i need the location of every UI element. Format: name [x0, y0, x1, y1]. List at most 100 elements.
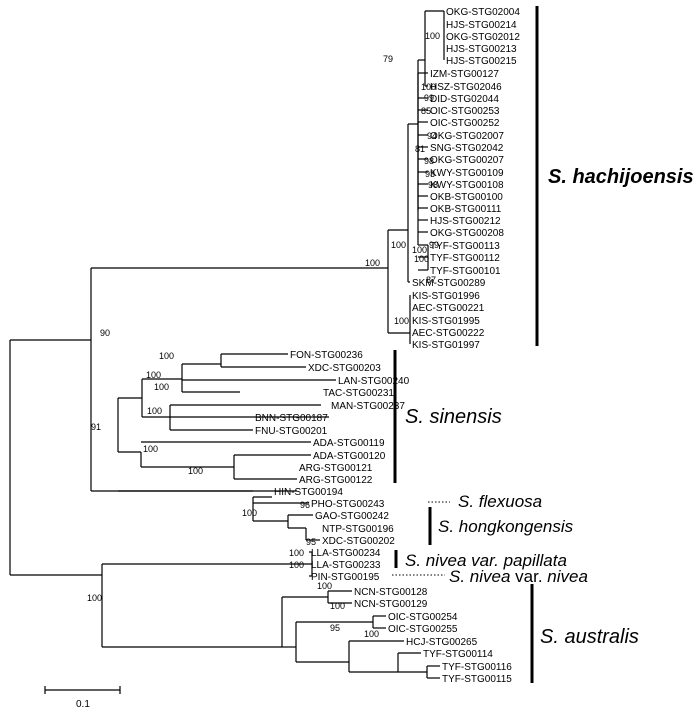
- leaf-label: FON-STG00236: [290, 350, 363, 361]
- leaf-label: MAN-STG00237: [331, 401, 405, 412]
- leaf-label: TYF-STG00112: [430, 253, 500, 264]
- bootstrap-value: 100: [188, 466, 203, 476]
- leaf-label: KWY-STG00108: [430, 180, 504, 191]
- leaf-label: TYF-STG00114: [423, 649, 493, 660]
- scale-bar-label: 0.1: [76, 699, 90, 710]
- bootstrap-value: 100: [289, 560, 304, 570]
- leaf-label: PHO-STG00243: [311, 499, 385, 510]
- leaf-label: SNG-STG02042: [430, 143, 504, 154]
- bootstrap-value: 100: [330, 601, 345, 611]
- leaf-label: PIN-STG00195: [311, 572, 380, 583]
- leaf-label: KIS-STG01995: [412, 316, 480, 327]
- clade-label-papillata: S. nivea var. papillata: [405, 551, 567, 570]
- leaf-label: NCN-STG00129: [354, 599, 428, 610]
- bootstrap-value: 100: [365, 258, 380, 268]
- leaf-label: OKG-STG00208: [430, 228, 504, 239]
- nivea-var: var.: [510, 567, 547, 586]
- bootstrap-value: 100: [364, 629, 379, 639]
- leaf-label: OKG-STG02007: [430, 131, 504, 142]
- leaf-label: XDC-STG00202: [322, 536, 395, 547]
- leaf-label: BNN-STG00187: [255, 413, 328, 424]
- papillata-variety: var. papillata: [466, 551, 566, 570]
- leaf-labels: OKG-STG02004HJS-STG00214OKG-STG02012HJS-…: [255, 7, 520, 685]
- bootstrap-value: 100: [242, 508, 257, 518]
- leaf-label: HSZ-STG02046: [430, 82, 502, 93]
- leaf-label: OIC-STG00252: [430, 118, 500, 129]
- leaf-label: HIN-STG00194: [274, 487, 343, 498]
- leaf-label: IZM-STG00127: [430, 69, 499, 80]
- nivea-species: S. nivea: [449, 567, 510, 586]
- bootstrap-value: 100: [154, 382, 169, 392]
- bootstrap-value: 93: [425, 169, 435, 179]
- bootstrap-value: 100: [147, 406, 162, 416]
- tree-branches: [9, 10, 445, 679]
- leaf-label: HJS-STG00214: [446, 20, 517, 31]
- bootstrap-value: 100: [317, 581, 332, 591]
- leaf-label: OIC-STG00255: [388, 624, 458, 635]
- leaf-label: ADA-STG00119: [313, 438, 385, 449]
- leaf-label: TYF-STG00115: [442, 674, 512, 685]
- bootstrap-value: 95: [330, 623, 340, 633]
- bootstrap-value: 100: [289, 548, 304, 558]
- leaf-label: LLA-STG00233: [311, 560, 381, 571]
- leaf-label: OKG-STG02012: [446, 32, 520, 43]
- bootstrap-value: 100: [146, 370, 161, 380]
- leaf-label: OKG-STG02004: [446, 7, 520, 18]
- leaf-label: LAN-STG00240: [338, 376, 410, 387]
- bootstrap-value: 85: [421, 106, 431, 116]
- leaf-label: TYF-STG00113: [430, 241, 500, 252]
- leaf-label: HJS-STG00213: [446, 44, 517, 55]
- bootstrap-value: 98: [424, 156, 434, 166]
- leaf-label: ADA-STG00120: [313, 451, 386, 462]
- bootstrap-value: 99: [429, 240, 439, 250]
- bootstrap-value: 95: [306, 537, 316, 547]
- leaf-label: TYF-STG00116: [442, 662, 512, 673]
- bootstrap-value: 98: [428, 180, 438, 190]
- clade-label-sinensis: S. sinensis: [405, 406, 502, 428]
- bootstrap-value: 90: [100, 328, 110, 338]
- bootstrap-value: 100: [425, 31, 440, 41]
- leaf-label: OKB-STG00100: [430, 192, 503, 203]
- bootstrap-value: 100: [412, 245, 427, 255]
- bootstrap-value: 100: [159, 351, 174, 361]
- papillata-species: S. nivea: [405, 551, 466, 570]
- bootstrap-value: 94: [427, 131, 437, 141]
- clade-label-nivea: S. nivea var. nivea: [449, 567, 588, 586]
- leaf-label: ARG-STG00121: [299, 463, 373, 474]
- leaf-label: KWY-STG00109: [430, 168, 504, 179]
- leaf-label: OKB-STG00111: [430, 204, 502, 215]
- bootstrap-labels: 7910010099859481989398991001001008710010…: [87, 31, 440, 639]
- clade-label-hachijoensis: S. hachijoensis: [548, 166, 694, 188]
- bootstrap-value: 100: [421, 82, 436, 92]
- leaf-label: OIC-STG00254: [388, 612, 458, 623]
- leaf-label: HJS-STG00215: [446, 56, 517, 67]
- leaf-label: KIS-STG01997: [412, 340, 480, 351]
- leaf-label: KIS-STG01996: [412, 291, 480, 302]
- bootstrap-value: 100: [143, 444, 158, 454]
- nivea-variety: nivea: [547, 567, 588, 586]
- bootstrap-value: 100: [414, 254, 429, 264]
- bootstrap-value: 100: [394, 316, 409, 326]
- leaf-label: AEC-STG00222: [412, 328, 485, 339]
- bootstrap-value: 91: [91, 422, 101, 432]
- leaf-label: NCN-STG00128: [354, 587, 428, 598]
- leaf-label: DID-STG02044: [430, 94, 499, 105]
- bootstrap-value: 100: [87, 593, 102, 603]
- bootstrap-value: 81: [415, 144, 425, 154]
- leaf-label: FNU-STG00201: [255, 426, 328, 437]
- clade-label-flexuosa: S. flexuosa: [458, 492, 542, 511]
- leaf-label: GAO-STG00242: [315, 511, 389, 522]
- bootstrap-value: 87: [426, 275, 436, 285]
- leaf-label: TAC-STG00231: [323, 388, 394, 399]
- bootstrap-value: 79: [383, 54, 393, 64]
- clade-label-hongkongensis: S. hongkongensis: [438, 517, 574, 536]
- bootstrap-value: 96: [300, 500, 310, 510]
- bootstrap-value: 99: [424, 93, 434, 103]
- leaf-label: HJS-STG00212: [430, 216, 501, 227]
- leaf-label: OKG-STG00207: [430, 155, 504, 166]
- leaf-label: AEC-STG00221: [412, 303, 485, 314]
- leaf-label: LLA-STG00234: [311, 548, 381, 559]
- leaf-label: XDC-STG00203: [308, 363, 381, 374]
- leaf-label: HCJ-STG00265: [406, 637, 478, 648]
